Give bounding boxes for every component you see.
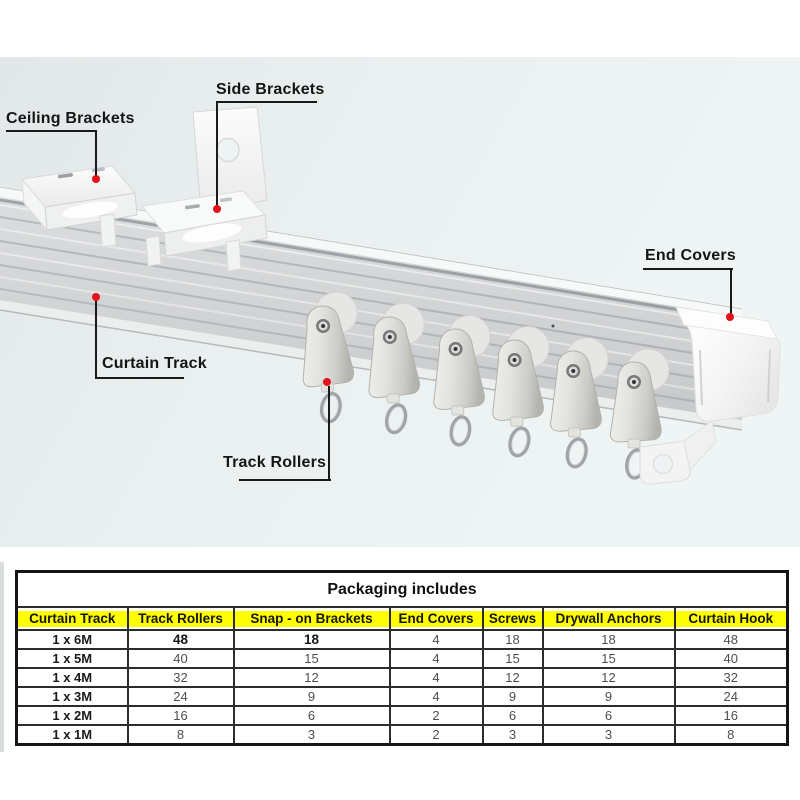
col-header-label: Drywall Anchors (543, 611, 674, 627)
cell: 3 (232, 724, 391, 746)
table-title: Packaging includes (15, 570, 789, 608)
cell: 9 (541, 686, 676, 707)
col-header-label: Curtain Track (18, 611, 127, 627)
leader-line (328, 386, 330, 481)
cell: 18 (232, 629, 391, 650)
cell: 1 x 1M (15, 724, 129, 746)
cell: 1 x 6M (15, 629, 129, 650)
col-header-screws: Screws (481, 606, 544, 631)
col-header-label: Screws (483, 611, 542, 627)
leader-line (95, 130, 97, 176)
side-bracket (141, 106, 268, 272)
end-covers-label: End Covers (645, 247, 736, 264)
cell: 3 (481, 724, 544, 746)
cell: 1 x 4M (15, 667, 129, 688)
cell: 24 (673, 686, 789, 707)
table-row: 1 x 4M 32 12 4 12 12 32 (15, 667, 789, 688)
ceiling-brackets-marker-dot (92, 175, 100, 183)
cell: 1 x 2M (15, 705, 129, 726)
cell: 4 (388, 667, 484, 688)
cell: 32 (126, 667, 235, 688)
cell: 18 (481, 629, 544, 650)
cell: 8 (673, 724, 789, 746)
col-header-drywall-anchors: Drywall Anchors (541, 606, 676, 631)
curtain-track-marker-dot (92, 293, 100, 301)
end-cover (639, 306, 781, 485)
cell: 16 (673, 705, 789, 726)
cell: 8 (126, 724, 235, 746)
end-covers-marker-dot (726, 313, 734, 321)
table-title-row: Packaging includes (15, 570, 789, 608)
cell: 12 (232, 667, 391, 688)
cell: 16 (126, 705, 235, 726)
cell: 3 (541, 724, 676, 746)
cell: 2 (388, 724, 484, 746)
cell: 32 (673, 667, 789, 688)
leader-line (216, 101, 218, 206)
cell: 40 (126, 648, 235, 669)
cell: 4 (388, 648, 484, 669)
page-edge-artifact (0, 562, 4, 752)
track-rollers-group (297, 291, 670, 480)
leader-line (6, 130, 97, 132)
leader-line (239, 479, 331, 481)
table-row: 1 x 1M 8 3 2 3 3 8 (15, 724, 789, 746)
product-photo (0, 57, 800, 547)
ceiling-brackets-label: Ceiling Brackets (6, 110, 135, 127)
cell: 4 (388, 629, 484, 650)
track-roller (297, 291, 358, 424)
col-header-label: End Covers (390, 611, 482, 627)
cell: 48 (673, 629, 789, 650)
cell: 4 (388, 686, 484, 707)
col-header-label: Track Rollers (128, 611, 233, 627)
track-roller (430, 315, 491, 447)
cell: 9 (481, 686, 544, 707)
cell: 6 (541, 705, 676, 726)
cell: 12 (541, 667, 676, 688)
table-row: 1 x 2M 16 6 2 6 6 16 (15, 705, 789, 726)
cell: 15 (541, 648, 676, 669)
col-header-curtain-hook: Curtain Hook (673, 606, 789, 631)
leader-line (643, 268, 733, 270)
cell: 24 (126, 686, 235, 707)
col-header-label: Curtain Hook (675, 611, 787, 627)
track-roller (609, 348, 670, 480)
table-row: 1 x 5M 40 15 4 15 15 40 (15, 648, 789, 669)
curtain-track-label: Curtain Track (102, 355, 207, 372)
cell: 18 (541, 629, 676, 650)
col-header-label: Snap - on Brackets (234, 611, 389, 627)
track-roller (548, 337, 609, 469)
track-roller (489, 326, 550, 458)
cell: 9 (232, 686, 391, 707)
col-header-track-rollers: Track Rollers (126, 606, 235, 631)
cell: 40 (673, 648, 789, 669)
table-row: 1 x 3M 24 9 4 9 9 24 (15, 686, 789, 707)
side-brackets-label: Side Brackets (216, 81, 325, 98)
track-roller (364, 302, 425, 435)
cell: 6 (232, 705, 391, 726)
cell: 6 (481, 705, 544, 726)
leader-line (95, 377, 184, 379)
leader-line (95, 301, 97, 379)
leader-line (730, 268, 732, 314)
table-row: 1 x 6M 48 18 4 18 18 48 (15, 629, 789, 650)
col-header-snap-on-brackets: Snap - on Brackets (232, 606, 391, 631)
col-header-end-covers: End Covers (388, 606, 484, 631)
cell: 12 (481, 667, 544, 688)
cell: 2 (388, 705, 484, 726)
track-rollers-marker-dot (323, 378, 331, 386)
table-header-row: Curtain Track Track Rollers Snap - on Br… (15, 606, 789, 631)
col-header-curtain-track: Curtain Track (15, 606, 129, 631)
cell: 1 x 3M (15, 686, 129, 707)
packaging-table: Packaging includes Curtain Track Track R… (15, 570, 790, 746)
side-brackets-marker-dot (213, 205, 221, 213)
cell: 15 (232, 648, 391, 669)
cell: 1 x 5M (15, 648, 129, 669)
track-rollers-label: Track Rollers (223, 454, 327, 471)
cell: 15 (481, 648, 544, 669)
leader-line (216, 101, 317, 103)
cell: 48 (126, 629, 235, 650)
